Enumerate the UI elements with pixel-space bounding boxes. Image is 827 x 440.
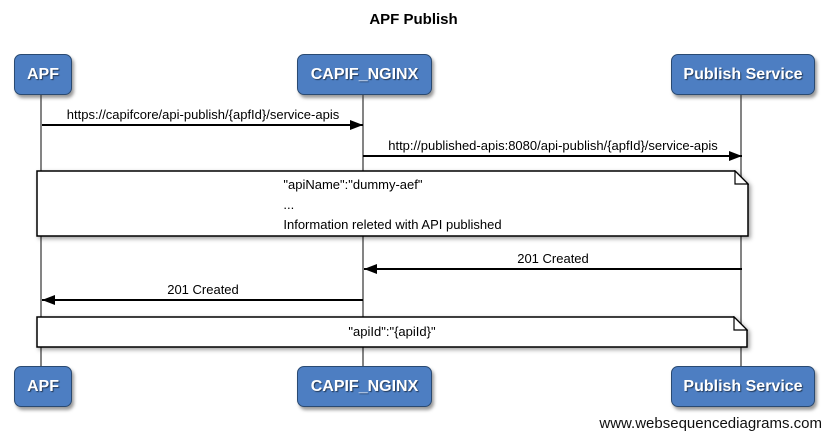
actor-label: CAPIF_NGINX xyxy=(310,65,419,83)
note-text: "apiName":"dummy-aef" ... Information re… xyxy=(36,170,749,237)
note-line: Information releted with API published xyxy=(283,217,502,232)
note-shape xyxy=(36,316,748,348)
actor-box-apf-bottom: APF xyxy=(14,366,72,407)
arrowhead-left-icon xyxy=(364,264,377,274)
actor-box-capif-nginx-top: CAPIF_NGINX xyxy=(297,54,432,95)
actor-box-apf-top: APF xyxy=(14,54,72,95)
message-label: 201 Created xyxy=(517,251,589,266)
message-line xyxy=(42,299,363,301)
note-line: ... xyxy=(283,197,295,212)
message-line xyxy=(363,155,742,157)
actor-label: CAPIF_NGINX xyxy=(310,377,419,395)
note-shape xyxy=(36,170,749,237)
actor-label: Publish Service xyxy=(683,377,803,395)
message-label: https://capifcore/api-publish/{apfId}/se… xyxy=(66,107,340,122)
note-text: "apiId":"{apiId}" xyxy=(348,324,436,339)
actor-label: APF xyxy=(27,377,59,395)
message-label: http://published-apis:8080/api-publish/{… xyxy=(388,138,718,153)
note-line: "apiName":"dummy-aef" xyxy=(283,177,423,192)
message-label: 201 Created xyxy=(167,282,239,297)
actor-label: Publish Service xyxy=(683,65,803,83)
arrowhead-left-icon xyxy=(42,295,55,305)
message-line xyxy=(42,124,363,126)
actor-box-publish-service-bottom: Publish Service xyxy=(671,366,815,407)
arrowhead-right-icon xyxy=(729,151,742,161)
diagram-title: APF Publish xyxy=(369,11,458,28)
note-apiid: "apiId":"{apiId}" xyxy=(36,316,748,348)
actor-box-publish-service-top: Publish Service xyxy=(671,54,815,95)
arrowhead-right-icon xyxy=(350,120,363,130)
actor-box-capif-nginx-bottom: CAPIF_NGINX xyxy=(297,366,432,407)
message-line xyxy=(364,268,742,270)
actor-label: APF xyxy=(27,65,59,83)
note-api-published-info: "apiName":"dummy-aef" ... Information re… xyxy=(36,170,749,237)
watermark: www.websequencediagrams.com xyxy=(599,415,822,432)
